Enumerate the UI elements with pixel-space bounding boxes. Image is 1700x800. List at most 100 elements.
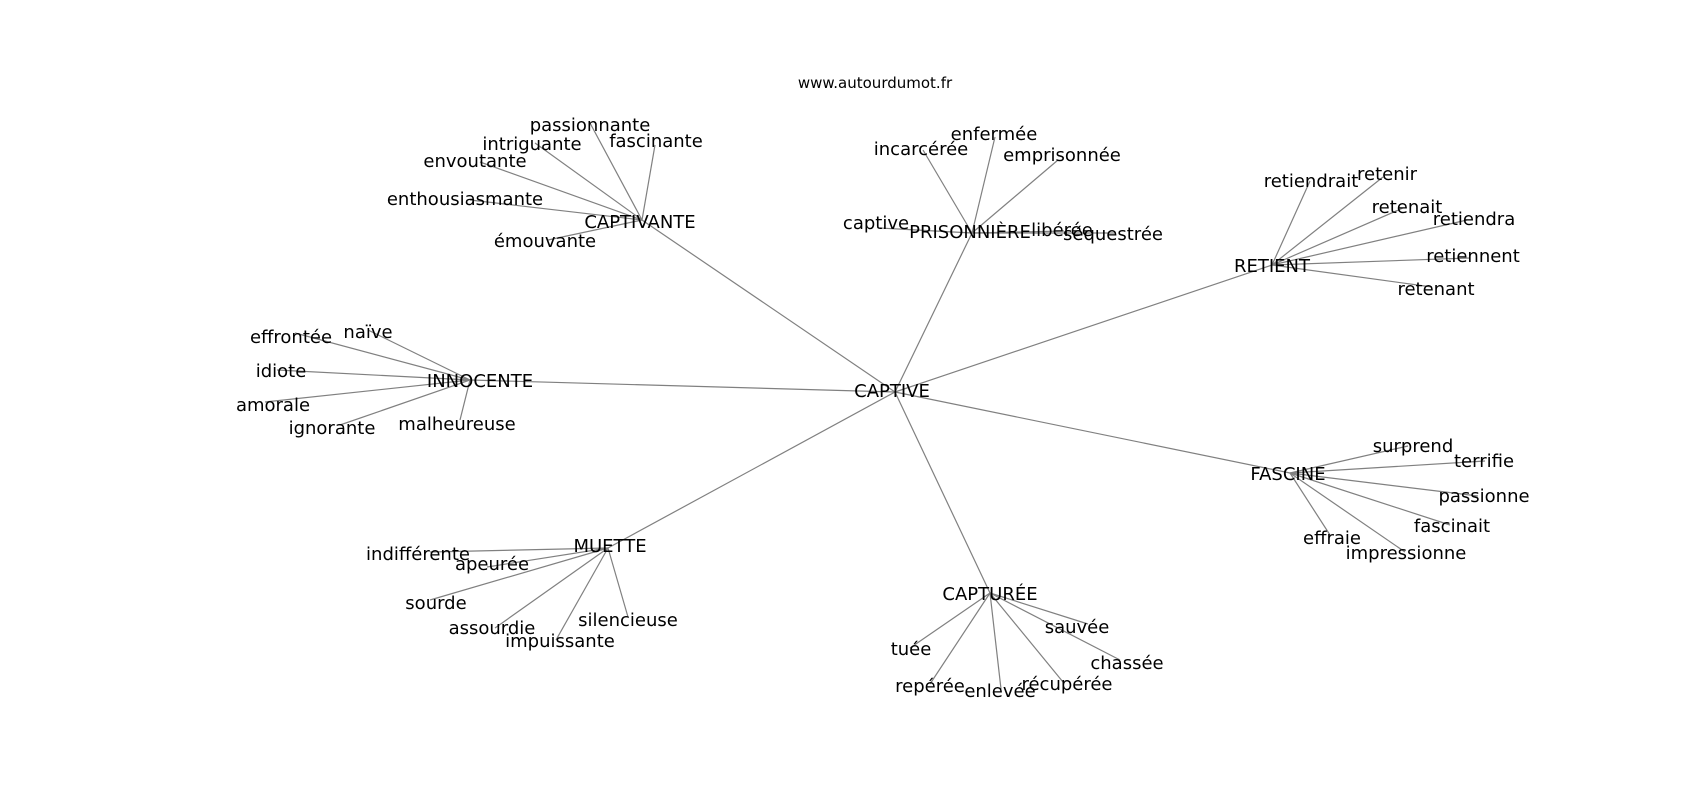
- edge-retient-leaf-2: [1271, 207, 1404, 266]
- hub-node-retient: RETIENT: [1234, 256, 1311, 277]
- leaf-node-fascine-1: terrifie: [1454, 451, 1514, 472]
- leaf-node-captivante-1: intriguante: [482, 134, 581, 155]
- edge-fascine-leaf-1: [1289, 460, 1486, 474]
- hub-node-captivante: CAPTIVANTE: [584, 212, 695, 233]
- edge-innocente-leaf-2: [276, 369, 471, 381]
- edge-prisonniere-leaf-0: [971, 136, 996, 234]
- edge-retient-leaf-3: [1271, 219, 1468, 266]
- leaf-node-captivante-2: envoutante: [423, 151, 526, 172]
- edge-fascine-leaf-3: [1289, 472, 1451, 526]
- edge-muette-leaf-2: [429, 547, 609, 601]
- edge-center-to-fascine: [894, 391, 1291, 474]
- edge-capturee-leaf-1: [989, 592, 1121, 661]
- edge-center-to-capturee: [894, 391, 991, 594]
- edge-center-to-muette: [607, 391, 896, 549]
- leaf-node-captivante-0: passionnante: [530, 115, 651, 136]
- leaf-node-captivante-3: enthousiasmante: [387, 189, 543, 210]
- edge-captivante-leaf-2: [479, 161, 643, 221]
- edge-prisonniere-leaf-1: [922, 149, 973, 234]
- edge-center-to-captivante: [641, 219, 896, 393]
- leaf-node-prisonniere-4: libérée: [1031, 220, 1093, 241]
- edge-innocente-leaf-4: [339, 379, 471, 426]
- leaf-node-retient-0: retiendrait: [1264, 171, 1359, 192]
- leaf-node-capturee-2: récupérée: [1021, 674, 1112, 695]
- source-website-text: www.autourdumot.fr: [798, 74, 953, 92]
- leaf-node-retient-2: retenait: [1372, 197, 1443, 218]
- leaf-node-retient-5: retenant: [1397, 279, 1474, 300]
- leaf-node-captivante-4: émouvante: [494, 231, 596, 252]
- edge-fascine-leaf-4: [1289, 472, 1331, 536]
- edge-muette-leaf-1: [486, 547, 609, 568]
- edge-center-to-retient: [894, 264, 1273, 393]
- leaf-node-retient-3: retiendra: [1433, 209, 1515, 230]
- edge-muette-leaf-5: [607, 547, 629, 618]
- leaf-node-fascine-2: passionne: [1438, 486, 1529, 507]
- edge-prisonniere-leaf-2: [971, 159, 1059, 234]
- edge-retient-leaf-5: [1271, 264, 1433, 288]
- leaf-node-prisonniere-5: séquestrée: [1063, 224, 1163, 245]
- leaf-node-prisonniere-0: enfermée: [951, 124, 1038, 145]
- edge-innocente-leaf-3: [264, 379, 471, 403]
- edge-capturee-leaf-5: [909, 592, 991, 649]
- leaf-node-muette-0: indifférente: [366, 544, 470, 565]
- graph-edges: [264, 122, 1486, 690]
- edge-captivante-leaf-5: [641, 144, 656, 221]
- center-node-label: CAPTIVE: [854, 381, 930, 402]
- leaf-node-innocente-4: ignorante: [289, 418, 376, 439]
- leaf-node-prisonniere-3: captive: [843, 213, 909, 234]
- edge-innocente-leaf-5: [459, 379, 471, 421]
- leaf-node-muette-1: apeurée: [455, 554, 529, 575]
- edge-capturee-leaf-4: [929, 592, 991, 685]
- leaf-node-innocente-3: amorale: [236, 395, 310, 416]
- leaf-node-captivante-5: fascinante: [609, 131, 703, 152]
- leaf-node-retient-1: retenir: [1357, 164, 1418, 185]
- edge-muette-leaf-0: [429, 547, 609, 553]
- edge-innocente-leaf-1: [367, 329, 471, 381]
- edge-captivante-leaf-1: [534, 142, 643, 221]
- leaf-node-muette-4: impuissante: [505, 631, 615, 652]
- edge-retient-leaf-4: [1271, 257, 1471, 266]
- edge-retient-leaf-1: [1271, 176, 1384, 266]
- hub-node-prisonniere: PRISONNIÈRE: [909, 221, 1031, 243]
- hub-node-innocente: INNOCENTE: [427, 371, 533, 392]
- leaf-node-fascine-0: surprend: [1373, 436, 1454, 457]
- leaf-node-innocente-1: naïve: [343, 322, 392, 343]
- edge-captivante-leaf-0: [589, 122, 643, 221]
- edge-fascine-leaf-5: [1289, 472, 1406, 553]
- hub-node-capturee: CAPTURÉE: [942, 583, 1037, 605]
- leaf-node-prisonniere-1: incarcérée: [874, 139, 968, 160]
- leaf-node-capturee-5: tuée: [891, 639, 932, 660]
- edge-captivante-leaf-3: [469, 199, 643, 221]
- edge-muette-leaf-3: [494, 547, 609, 629]
- leaf-node-innocente-2: idiote: [256, 361, 307, 382]
- edge-center-to-innocente: [469, 379, 896, 393]
- edge-fascine-leaf-0: [1289, 445, 1409, 474]
- leaf-node-capturee-0: sauvée: [1045, 617, 1110, 638]
- leaf-node-capturee-1: chassée: [1090, 653, 1163, 674]
- edge-capturee-leaf-3: [989, 592, 1002, 690]
- edge-capturee-leaf-2: [989, 592, 1064, 683]
- hub-node-muette: MUETTE: [573, 536, 646, 557]
- leaf-node-innocente-5: malheureuse: [398, 414, 515, 435]
- leaf-node-capturee-4: repérée: [895, 676, 965, 697]
- edge-innocente-leaf-0: [294, 332, 471, 381]
- leaf-node-prisonniere-2: emprisonnée: [1003, 145, 1121, 166]
- leaf-node-muette-5: silencieuse: [578, 610, 678, 631]
- leaf-node-fascine-5: impressionne: [1346, 543, 1467, 564]
- leaf-node-fascine-3: fascinait: [1414, 516, 1490, 537]
- edge-retient-leaf-0: [1271, 180, 1311, 266]
- leaf-node-muette-2: sourde: [405, 593, 466, 614]
- hub-node-fascine: FASCINE: [1250, 464, 1325, 485]
- edge-muette-leaf-4: [555, 547, 609, 641]
- edge-prisonniere-leaf-3: [879, 227, 973, 234]
- leaf-node-capturee-3: enlevée: [964, 681, 1035, 702]
- edge-captivante-leaf-4: [547, 219, 643, 241]
- leaf-node-innocente-0: effrontée: [250, 327, 332, 348]
- leaf-node-muette-3: assourdie: [449, 618, 536, 639]
- edge-center-to-prisonniere: [894, 232, 973, 393]
- edge-fascine-leaf-2: [1289, 472, 1479, 497]
- leaf-node-retient-4: retiennent: [1426, 246, 1520, 267]
- edge-capturee-leaf-0: [989, 592, 1089, 625]
- leaf-node-fascine-4: effraie: [1303, 528, 1361, 549]
